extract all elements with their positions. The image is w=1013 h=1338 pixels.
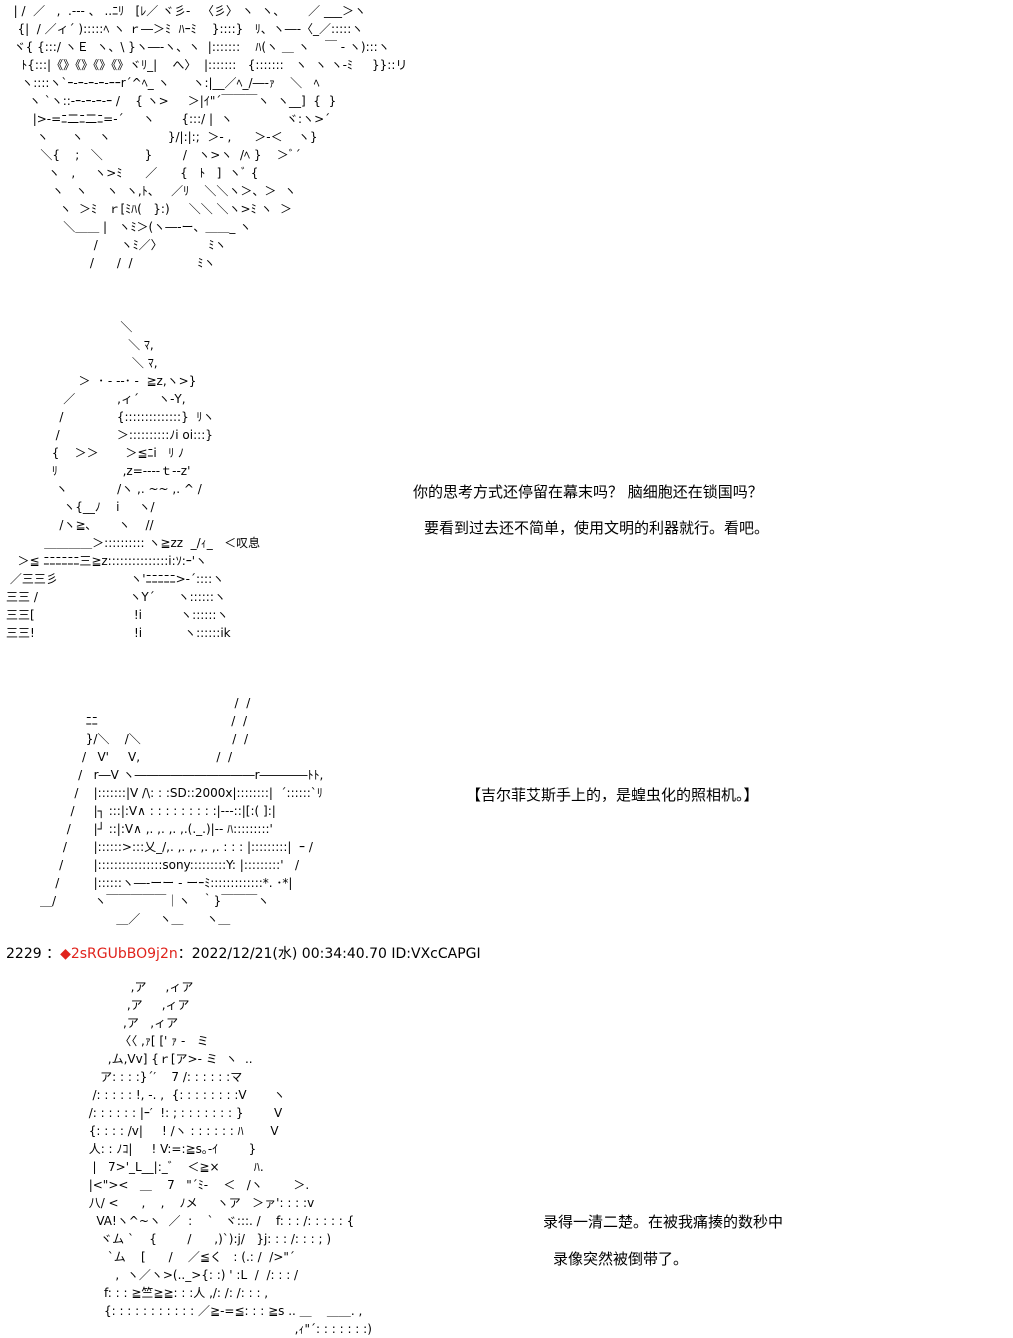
dialogue-line-5: 录像突然被倒带了。 bbox=[553, 1250, 689, 1268]
post-number: 2229 ： bbox=[6, 946, 61, 962]
dialogue-line-2: 要看到过去还不简单，使用文明的利器就行。看吧。 bbox=[424, 519, 770, 537]
post-trip-code[interactable]: ◆2sRGUbBO9j2n bbox=[60, 946, 178, 962]
narration-line: 【吉尔菲艾斯手上的，是蝗虫化的照相机。】 bbox=[466, 786, 759, 804]
ascii-art-camera: / / ﾆﾆ / / }/＼ /＼ / / / V' V, / / / r―V … bbox=[40, 696, 324, 926]
dialogue-line-1: 你的思考方式还停留在幕末吗？ 脑细胞还在锁国吗？ bbox=[413, 483, 763, 501]
ascii-art-panel-2: ＼ ＼ ﾏ, ＼ ﾏ, ＞ ･ - ‐‐･ - ≧z,ヽ>} ／ ,ィ´ ヽ-Y… bbox=[6, 320, 261, 640]
ascii-art-panel-1: | / ／ , .--- 、 ..ﾆﾘ [ﾚ／ ヾ彡- 〈彡〉 ヽ ヽ、 ／ _… bbox=[13, 4, 408, 270]
post-header: 2229 ：◆2sRGUbBO9j2n：2022/12/21(水) 00:34:… bbox=[6, 945, 481, 963]
post-datetime-id: ：2022/12/21(水) 00:34:40.70 ID:VXcCAPGI bbox=[177, 946, 481, 962]
dialogue-line-4: 录得一清二楚。在被我痛揍的数秒中 bbox=[543, 1213, 784, 1231]
ascii-art-panel-4: ,ア ,ィア ,ア ,ィア ,ア ,ィア 〈〈 ,ｧ[ [' ｧ - ミ ,ム,… bbox=[88, 980, 372, 1336]
